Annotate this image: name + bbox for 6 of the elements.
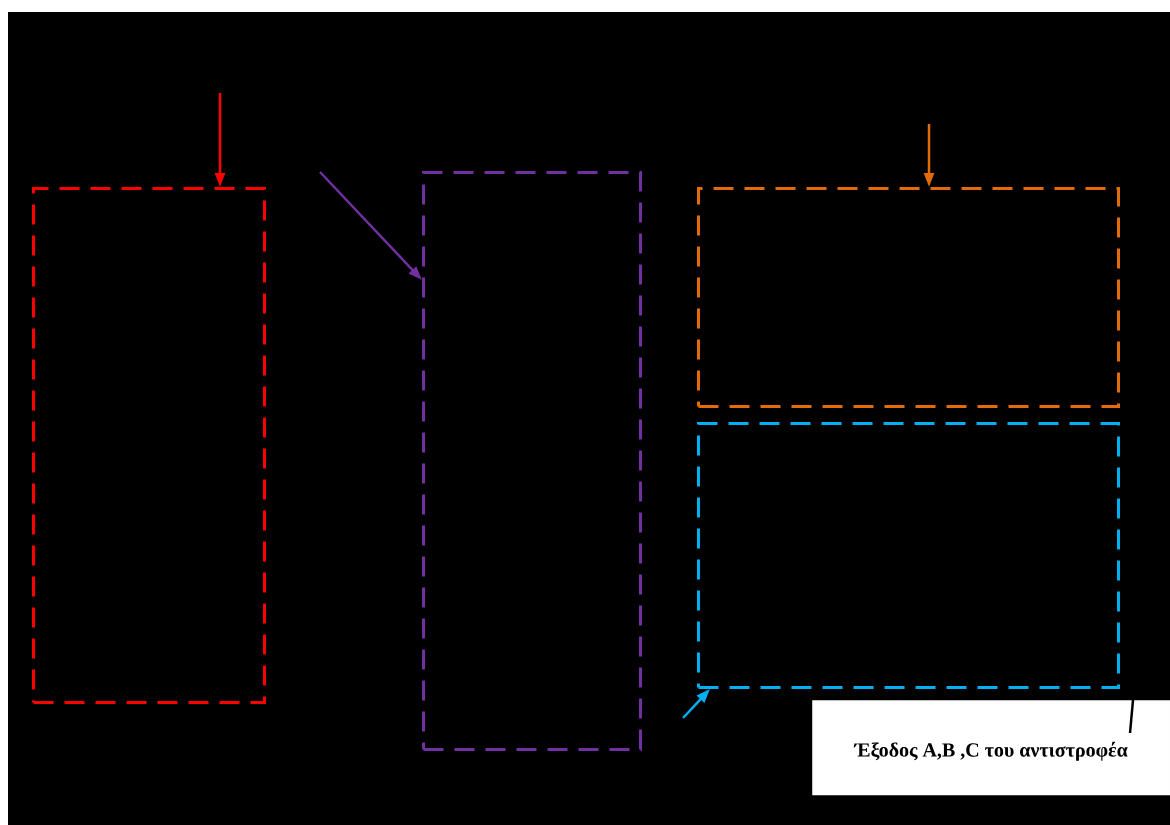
dashed-box [697,422,1120,689]
leader-line [1128,699,1135,734]
dashed-box [422,171,642,751]
label-box: Έξοδος A,B ,C του αντιστροφέα [812,700,1170,796]
dashed-box [32,187,266,704]
dashed-box [697,187,1120,408]
